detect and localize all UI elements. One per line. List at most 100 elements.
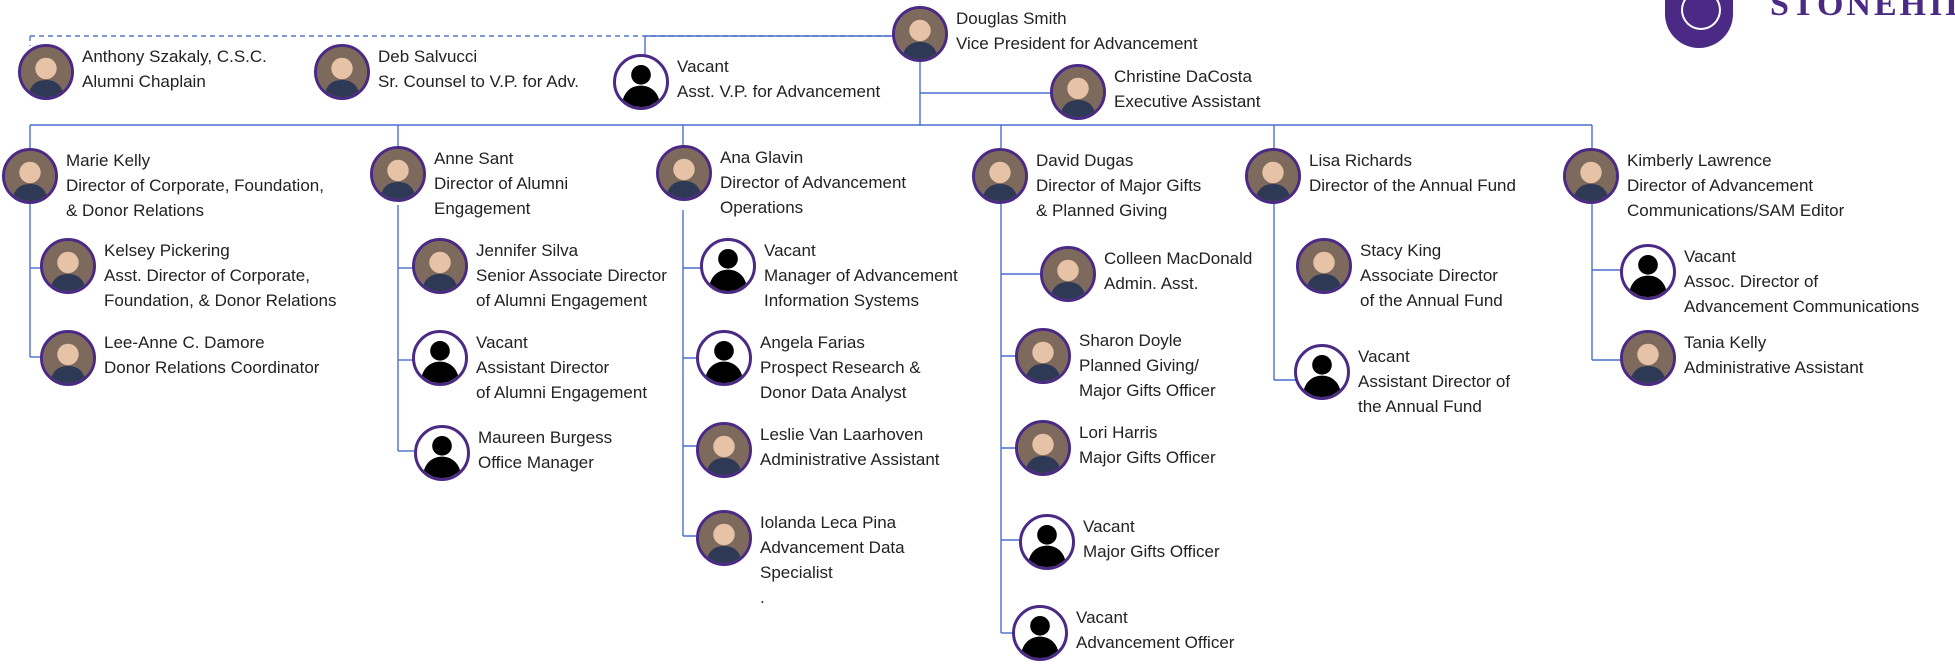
profile-photo [1050,64,1106,120]
vacant-silhouette-icon [414,425,470,481]
vacant-silhouette-icon [1012,605,1068,661]
person-title-line: the Annual Fund [1358,397,1482,416]
profile-photo [40,330,96,386]
person-title-line: Asst. Director of Corporate, [104,266,310,285]
person-name: Colleen MacDonald [1104,249,1253,268]
shield-icon [1665,0,1733,48]
person-title-line: Communications/SAM Editor [1627,201,1845,220]
person-title-line: & Planned Giving [1036,201,1168,220]
person-title-line: Major Gifts Officer [1083,542,1220,561]
person-text: Anthony Szakaly, C.S.C.Alumni Chaplain [82,44,267,94]
vacant-silhouette-icon [1019,514,1075,570]
person-name: Vacant [1684,247,1736,266]
person-title-line: Vice President for Advancement [956,34,1198,53]
person-title-line: Engagement [434,199,531,218]
profile-photo [696,510,752,566]
person-title-line: Sr. Counsel to V.P. for Adv. [378,72,579,91]
person-name: Leslie Van Laarhoven [760,425,924,444]
profile-photo [1620,330,1676,386]
person-title-line: Director of Alumni [434,174,569,193]
person-name: Vacant [1076,608,1128,627]
vacant-silhouette-icon [1294,344,1350,400]
profile-photo [18,44,74,100]
person-name: Iolanda Leca Pina [760,513,897,532]
person-title-line: Operations [720,198,804,217]
person-title-line: Assoc. Director of [1684,272,1819,291]
person-title-line: Donor Relations Coordinator [104,358,320,377]
person-name: Christine DaCosta [1114,67,1252,86]
person-title-line: Advancement Officer [1076,633,1235,652]
person-title-line: Foundation, & Donor Relations [104,291,337,310]
person-name: Lee-Anne C. Damore [104,333,265,352]
person-name: Anne Sant [434,149,514,168]
profile-photo [1563,148,1619,204]
person-title-line: Manager of Advancement [764,266,958,285]
person-title-line: Senior Associate Director [476,266,667,285]
profile-photo [314,44,370,100]
person-name: Maureen Burgess [478,428,613,447]
person-name: Vacant [1358,347,1410,366]
person-name: Stacy King [1360,241,1442,260]
profile-photo [1245,148,1301,204]
person-title-line: Asst. V.P. for Advancement [677,82,881,101]
person-title-line: Executive Assistant [1114,92,1261,111]
logo-wordmark: STONEHILL COLLE [1770,0,1955,23]
person-name: Douglas Smith [956,9,1067,28]
person-name: David Dugas [1036,151,1134,170]
person-title-line: of Alumni Engagement [476,383,648,402]
vacant-silhouette-icon [412,330,468,386]
person-title-line: of Alumni Engagement [476,291,648,310]
person-title-line: Advancement Communications [1684,297,1920,316]
person-name: Vacant [677,57,729,76]
profile-photo [656,145,712,201]
vacant-silhouette-icon [1620,244,1676,300]
person-name: Anthony Szakaly, C.S.C. [82,47,267,66]
profile-photo [1015,328,1071,384]
profile-photo [696,422,752,478]
person-name: Lori Harris [1079,423,1158,442]
person-name: Tania Kelly [1684,333,1767,352]
person-title-line: Specialist [760,563,833,582]
person-anthony-szakaly: Anthony Szakaly, C.S.C.Alumni Chaplain [18,44,267,100]
profile-photo [1015,420,1071,476]
person-name: Vacant [1083,517,1135,536]
profile-photo [1296,238,1352,294]
person-title-line: Major Gifts Officer [1079,381,1216,400]
